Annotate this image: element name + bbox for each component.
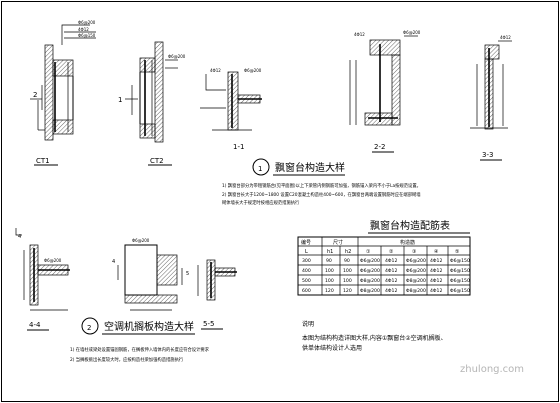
svg-text:100: 100 [325,268,334,274]
svg-text:Φ8@200: Φ8@200 [360,288,380,294]
title-ac-board: 2 空调机搁板构造大样 [81,317,195,335]
svg-text:构造筋: 构造筋 [400,239,415,246]
explanation-line2: 供单体结构设计人选用 [302,344,362,352]
section-mark-2: 2 [33,91,37,99]
svg-text:4: 4 [112,259,115,265]
svg-text:4: 4 [18,234,21,240]
svg-text:120: 120 [343,288,352,294]
svg-text:Φ6@150: Φ6@150 [450,258,470,264]
svg-text:4Φ12: 4Φ12 [430,288,442,294]
svg-text:300: 300 [302,258,311,264]
svg-text:90: 90 [326,258,332,264]
svg-text:Φ6@200: Φ6@200 [403,30,421,35]
svg-text:⑤: ⑤ [455,249,459,255]
explanation-heading: 说明 [302,320,314,328]
label-ct1: CT1 [36,157,50,165]
svg-text:2) 当搁板挑出长度较大时，应按构造柱梁加强构造措施执行: 2) 当搁板挑出长度较大时，应按构造柱梁加强构造措施执行 [70,356,184,363]
svg-text:编号: 编号 [301,239,311,246]
svg-text:500: 500 [302,278,311,284]
title-ac-board-text: 空调机搁板构造大样 [104,320,194,333]
svg-text:100: 100 [343,268,352,274]
svg-text:4Φ12: 4Φ12 [385,288,397,294]
detail-5-5: 5-5 [197,259,237,330]
svg-text:1) 在墙柱或梁处设置锚固钢筋，在搁板伸入墙体内的长度应符合: 1) 在墙柱或梁处设置锚固钢筋，在搁板伸入墙体内的长度应符合设计要求 [70,346,210,353]
svg-text:h1: h1 [327,249,333,255]
label-3-3: 3-3 [482,151,493,159]
title-window-sill-text: 飘窗台构造大样 [275,161,345,174]
explanation-block: 说明 本图为结构构造详图大样,内容①飘窗台②空调机搁板、 供单体结构设计人选用 [302,320,447,352]
svg-text:2) 飘窗台长大于1200~1800 设置C20混凝土构造柱: 2) 飘窗台长大于1200~1800 设置C20混凝土构造柱400~600，在飘… [222,191,421,198]
section-mark-1: 1 [118,96,122,104]
svg-text:100: 100 [343,278,352,284]
svg-text:L: L [305,249,308,255]
svg-text:4Φ12: 4Φ12 [385,258,397,264]
detail-1-1: Φ6@200 4Φ12 1-1 [200,68,262,151]
svg-text:Φ8@200: Φ8@200 [406,278,426,284]
watermark: zhulong.com [460,364,524,375]
svg-text:Φ6@150: Φ6@150 [450,268,470,274]
svg-text:100: 100 [325,278,334,284]
svg-text:4Φ12: 4Φ12 [78,27,89,32]
svg-text:Φ6@200: Φ6@200 [360,268,380,274]
svg-text:Φ6@200: Φ6@200 [244,68,262,73]
explanation-line1: 本图为结构构造详图大样,内容①飘窗台②空调机搁板、 [302,334,447,342]
detail-2-2: Φ6@200 4Φ12 2-2 [349,30,421,153]
svg-text:Φ6@200: Φ6@200 [406,268,426,274]
svg-text:Φ8@200: Φ8@200 [406,288,426,294]
svg-text:砌体墙长大于规定时按相应规范措施执行: 砌体墙长大于规定时按相应规范措施执行 [222,199,300,206]
svg-text:5: 5 [186,271,189,277]
label-4-4: 4-4 [29,321,41,329]
notes-window-sill: 1) 飘窗台部分为带粗钢筋台(见平面图)以上下梁管内侧钢筋可加强，钢筋锚入梁内不… [222,182,421,206]
svg-text:Φ6@150: Φ6@150 [450,278,470,284]
svg-text:1: 1 [258,165,262,173]
svg-text:400: 400 [302,268,311,274]
label-ct2: CT2 [150,157,164,165]
label-2-2: 2-2 [374,143,385,151]
svg-text:Φ6@150: Φ6@150 [78,33,96,38]
svg-text:④: ④ [434,249,439,255]
svg-text:4Φ12: 4Φ12 [430,278,442,284]
svg-text:4Φ12: 4Φ12 [210,68,221,73]
svg-text:Φ6@200: Φ6@200 [168,54,186,59]
svg-text:2: 2 [87,324,91,332]
svg-text:①: ① [366,249,371,255]
svg-text:4Φ12: 4Φ12 [430,258,442,264]
svg-text:Φ6@200: Φ6@200 [78,20,96,25]
label-1-1: 1-1 [233,143,244,151]
svg-text:③: ③ [412,249,416,255]
svg-text:4Φ12: 4Φ12 [500,35,511,40]
svg-text:Φ6@200: Φ6@200 [132,238,150,243]
svg-text:Φ6@150: Φ6@150 [450,288,470,294]
svg-text:4Φ12: 4Φ12 [354,32,365,37]
svg-text:4Φ12: 4Φ12 [385,278,397,284]
detail-ac-board-plan: 4 5 Φ6@200 [112,238,189,311]
svg-text:120: 120 [325,288,334,294]
svg-text:4Φ12: 4Φ12 [430,268,442,274]
detail-ct1: Φ6@200 4Φ12 Φ6@150 2 CT1 [30,20,96,166]
svg-text:Φ6@200: Φ6@200 [44,258,62,263]
svg-text:Φ6@200: Φ6@200 [360,258,380,264]
reinforcement-table: 编号 尺寸 构造筋 L h1 h2 ① ② ③ ④ ⑤ 300 90 90 Φ6… [297,236,471,296]
svg-text:600: 600 [302,288,311,294]
svg-text:h2: h2 [345,249,351,255]
table-title: 飘窗台构造配筋表 [370,219,450,232]
svg-text:Φ8@200: Φ8@200 [360,278,380,284]
title-window-sill: 1 飘窗台构造大样 [252,158,345,176]
detail-ct2: 1 Φ6@200 CT2 [118,41,186,166]
svg-text:1) 飘窗台部分为带粗钢筋台(见平面图)以上下梁管内侧钢筋可: 1) 飘窗台部分为带粗钢筋台(见平面图)以上下梁管内侧钢筋可加强，钢筋锚入梁内不… [222,182,421,189]
svg-text:90: 90 [344,258,350,264]
svg-text:尺寸: 尺寸 [333,239,343,246]
svg-text:Φ6@200: Φ6@200 [406,258,426,264]
detail-3-3: 4Φ12 3-3 [470,35,512,161]
svg-text:②: ② [389,249,394,255]
svg-text:4Φ12: 4Φ12 [385,268,397,274]
notes-ac-board: 1) 在墙柱或梁处设置锚固钢筋，在搁板伸入墙体内的长度应符合设计要求 2) 当搁… [70,346,210,363]
detail-4-4: 4 Φ6@200 4-4 [15,228,70,331]
label-5-5: 5-5 [203,320,214,328]
